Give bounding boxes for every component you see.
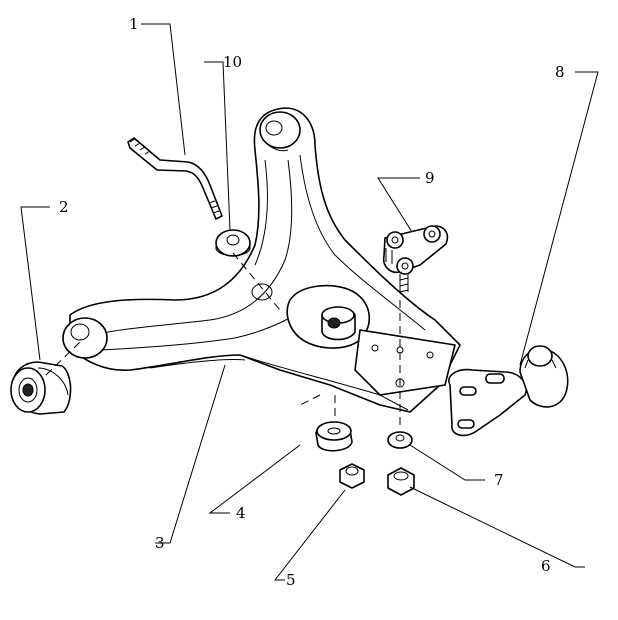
callout-3: 3 — [155, 534, 165, 552]
callout-7: 7 — [494, 471, 504, 489]
callout-9: 9 — [425, 169, 435, 187]
callout-8: 8 — [555, 63, 565, 81]
bracket-9 — [382, 225, 449, 293]
washer-7 — [387, 431, 413, 449]
callout-10: 10 — [223, 53, 242, 71]
callout-2: 2 — [59, 198, 69, 216]
assembly-axes — [45, 252, 401, 430]
front-pivot-eye — [62, 317, 108, 359]
nut-5 — [339, 463, 365, 489]
mounting-bolt — [127, 137, 223, 220]
washer-10 — [215, 229, 251, 257]
callout-5: 5 — [286, 571, 296, 589]
callout-4: 4 — [236, 504, 246, 522]
front-bush — [10, 361, 72, 415]
rear-pivot-eye — [259, 111, 301, 149]
callout-6: 6 — [541, 557, 551, 575]
lower-control-arm — [62, 107, 461, 413]
nut-6 — [387, 467, 415, 496]
spacer-4 — [315, 421, 353, 452]
callout-1: 1 — [129, 15, 139, 33]
center-bushing — [321, 306, 356, 341]
leader-lines — [20, 23, 599, 581]
ball-joint-8 — [448, 345, 569, 437]
callout-labels: 1 2 3 4 5 6 7 8 9 10 — [59, 15, 565, 589]
